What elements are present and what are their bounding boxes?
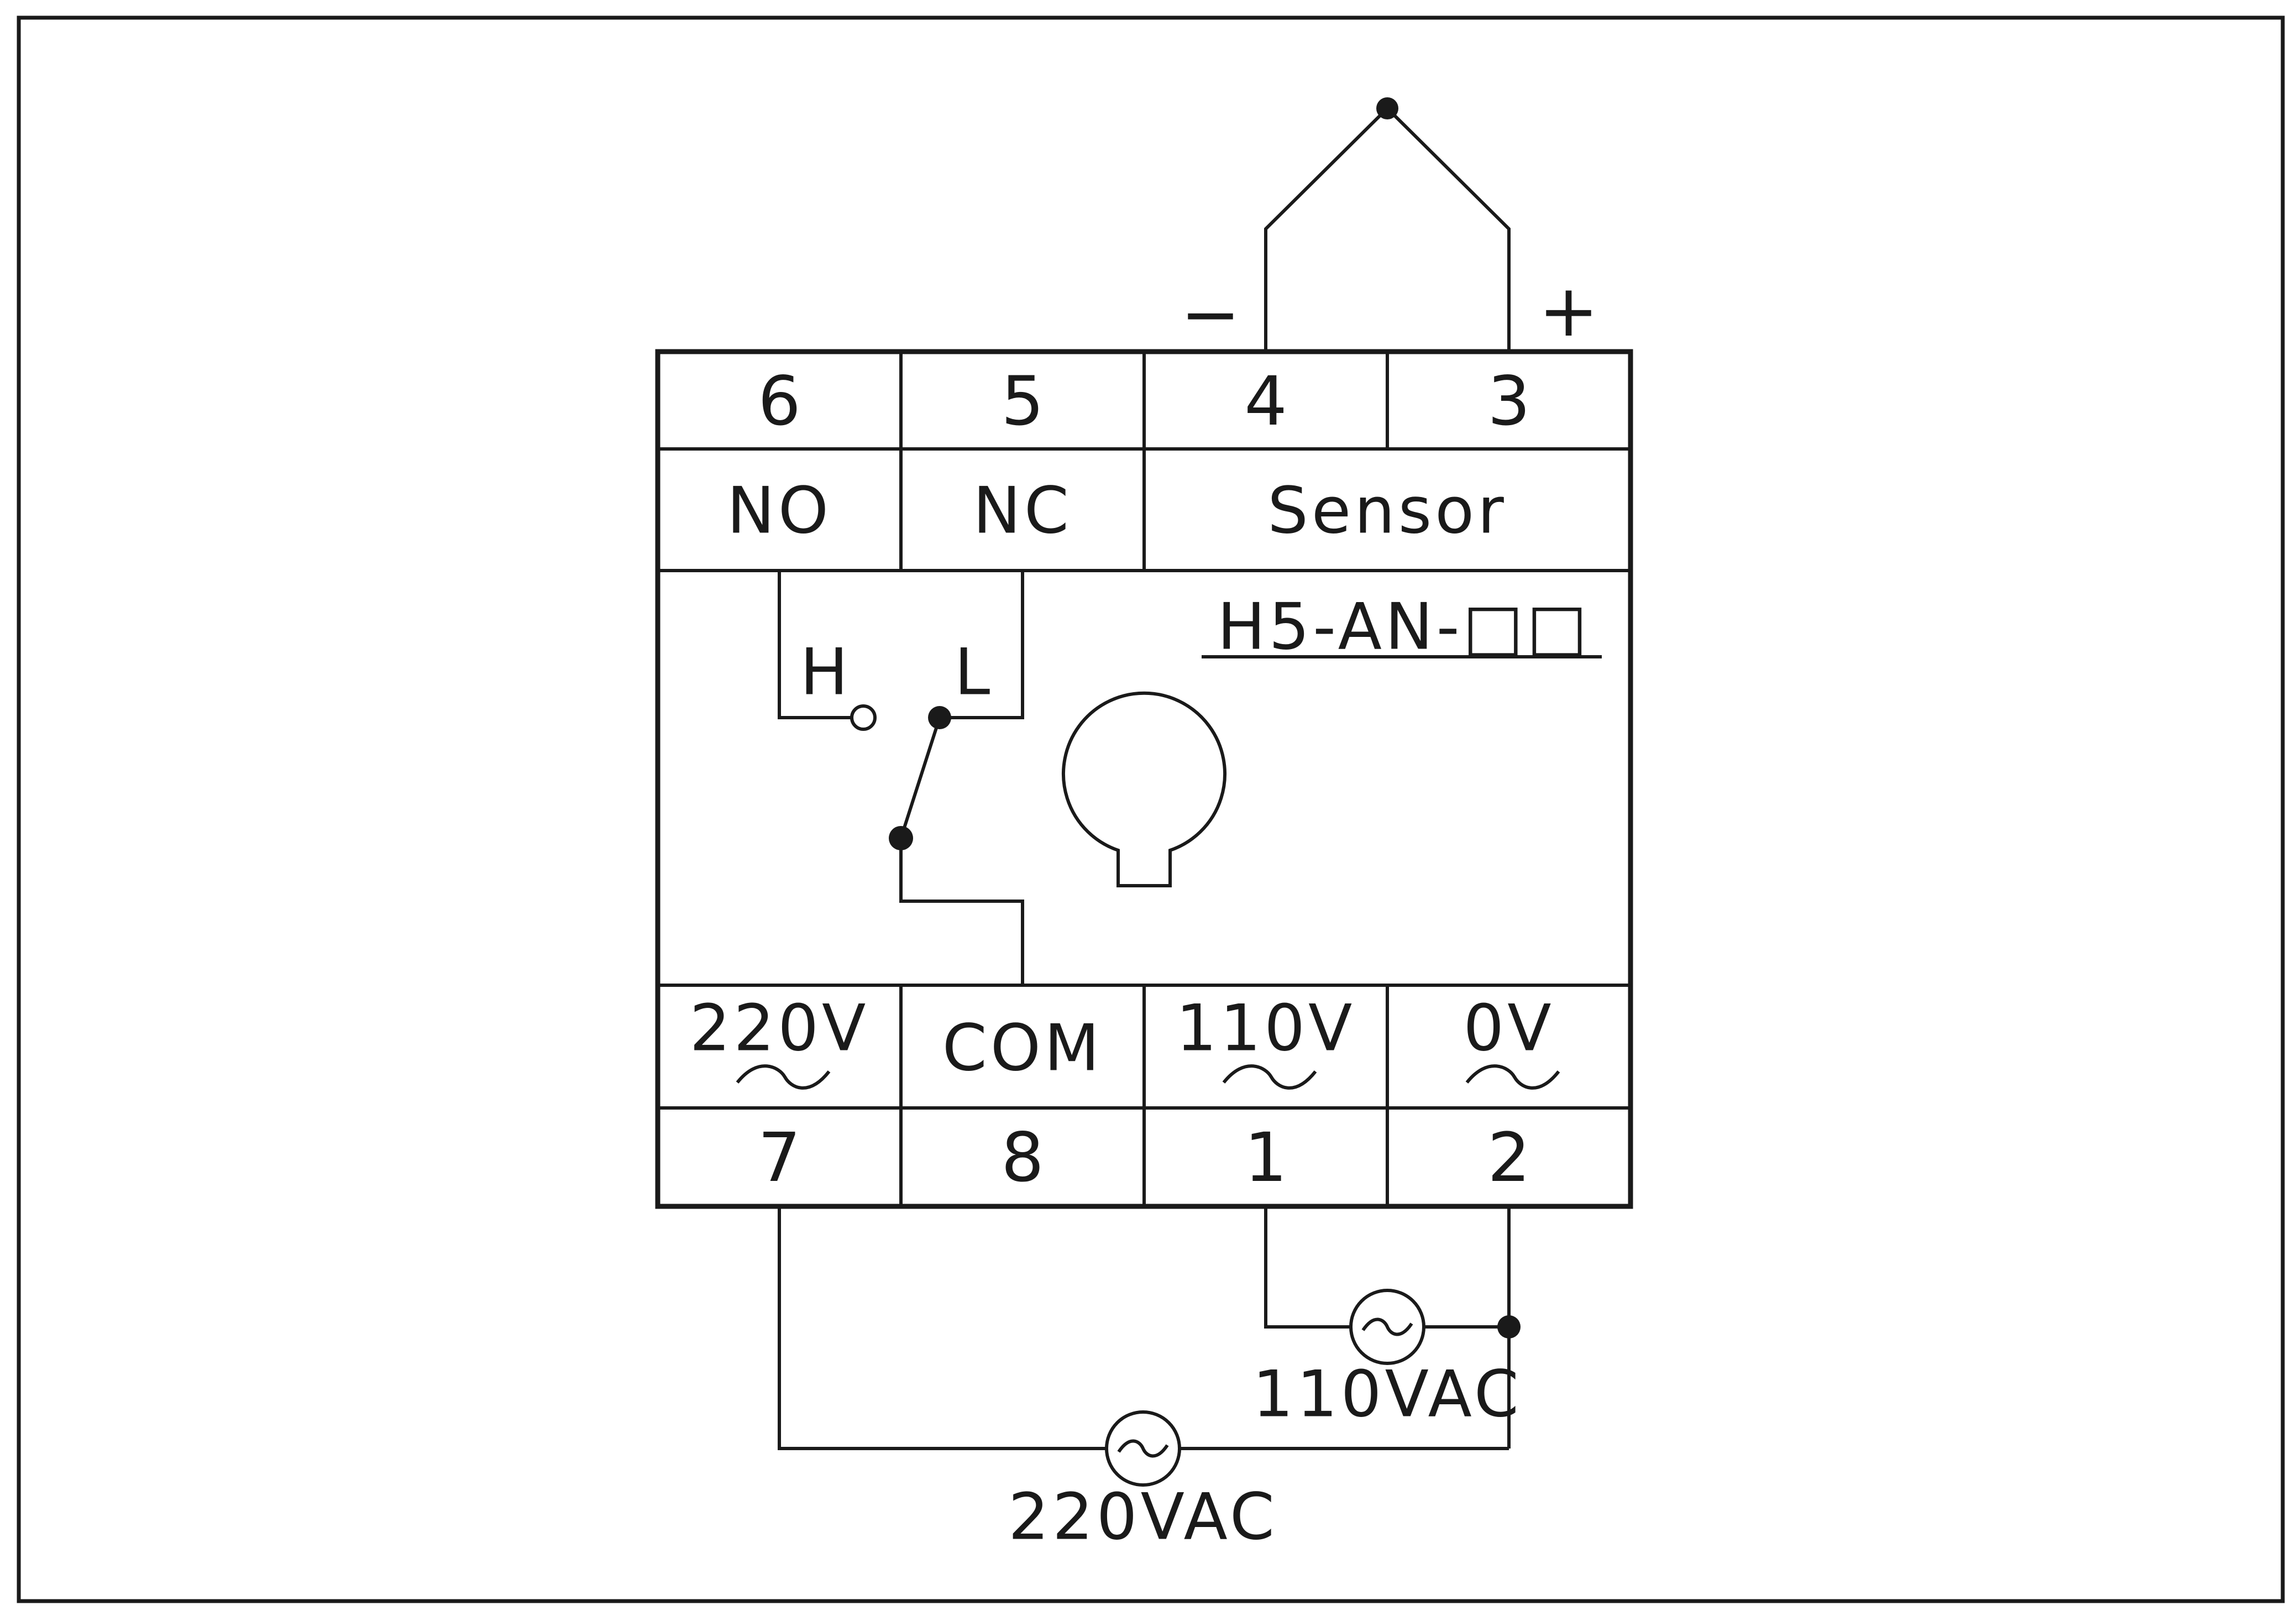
relay-contact-h	[850, 704, 877, 731]
terminal-label-com: COM	[942, 1011, 1103, 1086]
power-wiring	[778, 1206, 1521, 1450]
relay-contacts	[778, 571, 1024, 985]
terminal-number-4: 4	[1244, 362, 1287, 441]
terminal-label-220v: 220V	[690, 991, 869, 1066]
terminal-label-0v: 0V	[1463, 991, 1554, 1066]
ac-wave-icon	[1465, 1064, 1560, 1090]
ac-wave-icon	[1117, 1439, 1169, 1458]
terminal-number-3: 3	[1487, 362, 1530, 441]
terminal-block	[655, 349, 1633, 1209]
ac-wave-icon	[1361, 1317, 1413, 1336]
source-label-110vac: 110VAC	[1252, 1357, 1522, 1432]
ac-wave-icon	[736, 1064, 831, 1090]
terminal-number-1: 1	[1244, 1118, 1287, 1197]
relay-label-l: L	[955, 635, 994, 710]
terminal-number-7: 7	[758, 1118, 801, 1197]
relay-switch-arm	[899, 717, 941, 839]
ac-source-110v	[1349, 1289, 1425, 1365]
terminal-number-8: 8	[1001, 1118, 1044, 1197]
terminal-label-sensor: Sensor	[1267, 474, 1507, 548]
terminal-number-6: 6	[758, 362, 801, 441]
ac-source-220v	[1105, 1410, 1181, 1487]
terminal-label-110v: 110V	[1176, 991, 1356, 1066]
relay-label-h: H	[800, 635, 851, 710]
sensor-plus-sign: +	[1539, 269, 1599, 353]
sensor-tip-dot	[1376, 97, 1398, 119]
model-number: H5-AN-□□	[1217, 590, 1591, 665]
terminal-number-2: 2	[1487, 1118, 1530, 1197]
terminal-number-5: 5	[1001, 362, 1044, 441]
terminal-label-nc: NC	[973, 474, 1072, 548]
sensor-probe	[1264, 97, 1511, 352]
setting-knob	[1062, 691, 1226, 887]
ac-wave-icon	[1222, 1064, 1317, 1090]
terminal-label-no: NO	[727, 474, 832, 548]
source-label-220vac: 220VAC	[1008, 1480, 1278, 1555]
sensor-minus-sign: −	[1181, 272, 1241, 356]
junction-dot	[1497, 1315, 1521, 1338]
outer-frame	[17, 15, 2285, 1603]
